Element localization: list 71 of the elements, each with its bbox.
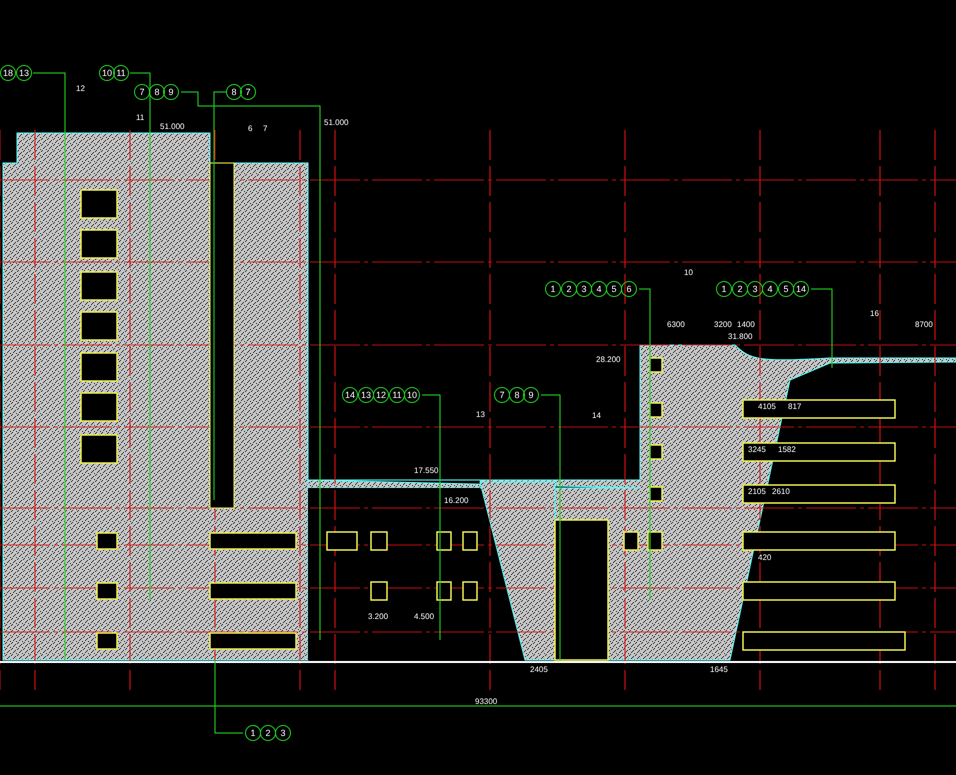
leader-line	[638, 288, 650, 600]
leader-line	[130, 72, 150, 600]
leader-line	[810, 288, 832, 368]
part-number: 16	[870, 309, 879, 318]
callout-circle: 11	[389, 387, 405, 403]
elevation-mark: 51.000	[160, 122, 184, 131]
elevation-mark: 28.200	[596, 355, 620, 364]
elevation-mark: 16.200	[444, 496, 468, 505]
dimension-text: 8700	[915, 320, 933, 329]
callout-circle: 13	[16, 65, 32, 81]
part-number: 13	[476, 410, 485, 419]
part-number: 7	[263, 124, 268, 133]
callout-circle: 5	[778, 281, 794, 297]
callout-circle: 14	[793, 281, 809, 297]
dimension-text: 817	[788, 402, 802, 411]
leader-line	[540, 394, 560, 660]
part-number: 6	[248, 124, 252, 133]
dimension-text: 4105	[758, 402, 776, 411]
leader-line	[32, 72, 66, 660]
callout-circle: 8	[226, 84, 242, 100]
dimension-text: 2405	[530, 665, 548, 674]
callout-circle: 5	[606, 281, 622, 297]
callout-circle: 3	[275, 725, 291, 741]
callout-circle: 3	[576, 281, 592, 297]
elevation-mark: 51.000	[324, 118, 348, 127]
callout-circle: 7	[240, 84, 256, 100]
dimension-text: 2105	[748, 487, 766, 496]
callout-circle: 14	[342, 387, 358, 403]
callout-circle: 10	[99, 65, 115, 81]
callout-circle: 18	[0, 65, 16, 81]
dimension-text: 2610	[772, 487, 790, 496]
callout-circle: 2	[561, 281, 577, 297]
callout-circle: 8	[509, 387, 525, 403]
callout-circle: 2	[260, 725, 276, 741]
callout-circle: 7	[494, 387, 510, 403]
callout-circle: 6	[621, 281, 637, 297]
dimension-text: 93300	[475, 697, 498, 706]
callout-circle: 1	[245, 725, 261, 741]
callout-circle: 4	[762, 281, 778, 297]
dimension-text: 1400	[737, 320, 755, 329]
elevation-mark: 31.800	[728, 332, 752, 341]
callout-circle: 10	[404, 387, 420, 403]
elevation-mark: 4.500	[414, 612, 434, 621]
elevation-mark: 17.550	[414, 466, 438, 475]
leader-line	[180, 92, 320, 640]
leader-line	[422, 394, 440, 640]
dimension-text: 1582	[778, 445, 796, 454]
part-number: 11	[136, 113, 144, 122]
elevation-mark: 3.200	[368, 612, 388, 621]
leader-line	[214, 660, 244, 734]
callout-circle: 3	[747, 281, 763, 297]
callout-circle: 1	[716, 281, 732, 297]
part-number: 10	[684, 268, 693, 277]
callout-circle: 1	[545, 281, 561, 297]
leader-line	[214, 92, 226, 500]
dimension-text: 420	[758, 553, 772, 562]
callout-circle: 12	[373, 387, 389, 403]
callout-circle: 4	[591, 281, 607, 297]
callout-circle: 9	[523, 387, 539, 403]
dimension-text: 3200	[714, 320, 732, 329]
callout-circle: 9	[163, 84, 179, 100]
callout-circle: 11	[113, 65, 129, 81]
dimension-text: 1645	[710, 665, 728, 674]
part-number: 14	[592, 411, 601, 420]
dimension-text: 6300	[667, 320, 685, 329]
callout-circle: 7	[134, 84, 150, 100]
part-number: 12	[76, 84, 85, 93]
callout-circle: 13	[358, 387, 374, 403]
dimension-text: 3245	[748, 445, 766, 454]
callout-circle: 2	[732, 281, 748, 297]
callout-circle: 8	[149, 84, 165, 100]
